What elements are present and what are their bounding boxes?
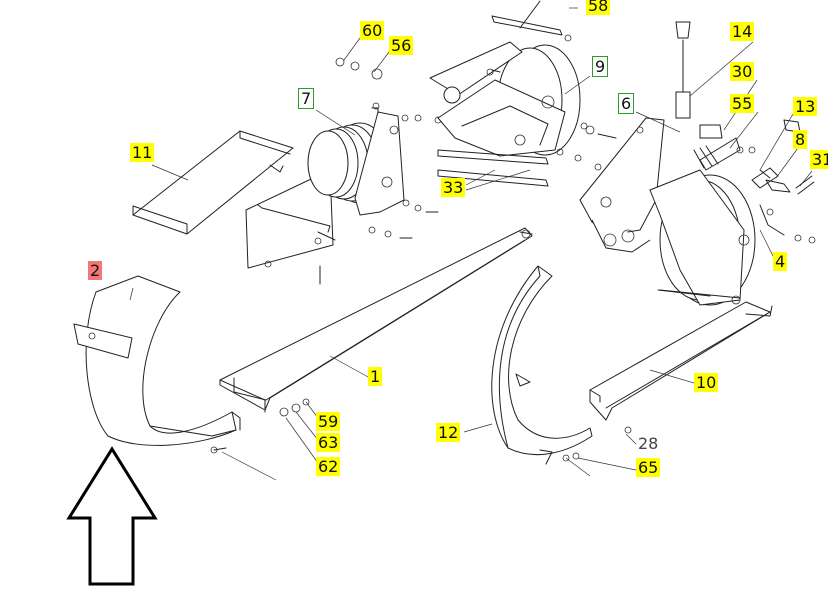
callout-8[interactable]: 8 bbox=[793, 130, 808, 149]
callout-4[interactable]: 4 bbox=[773, 252, 788, 271]
callout-33[interactable]: 33 bbox=[441, 178, 466, 197]
callout-1[interactable]: 1 bbox=[368, 367, 383, 386]
fasteners bbox=[279, 57, 632, 462]
part-12-curved-plate bbox=[491, 265, 593, 465]
callout-11[interactable]: 11 bbox=[130, 143, 155, 162]
callout-13[interactable]: 13 bbox=[793, 97, 818, 116]
callout-7[interactable]: 7 bbox=[298, 88, 315, 109]
callout-10[interactable]: 10 bbox=[694, 373, 719, 392]
callout-62[interactable]: 62 bbox=[316, 457, 341, 476]
callout-31[interactable]: 31 bbox=[810, 150, 828, 169]
part-7-pulley-assembly bbox=[245, 102, 442, 285]
part-11-tray bbox=[132, 130, 294, 235]
callout-14[interactable]: 14 bbox=[730, 22, 755, 41]
callout-30[interactable]: 30 bbox=[730, 62, 755, 81]
up-arrow-icon bbox=[66, 446, 158, 586]
callout-65[interactable]: 65 bbox=[636, 458, 661, 477]
callout-9[interactable]: 9 bbox=[592, 56, 609, 77]
callout-56[interactable]: 56 bbox=[389, 36, 414, 55]
part-10-rail bbox=[589, 301, 773, 421]
callout-60[interactable]: 60 bbox=[360, 21, 385, 40]
part-9-drum-assembly bbox=[429, 0, 617, 187]
callout-6[interactable]: 6 bbox=[618, 93, 635, 114]
callout-2[interactable]: 2 bbox=[88, 261, 103, 280]
part-6-bracket-assembly bbox=[579, 21, 816, 306]
part-2-guard bbox=[73, 275, 241, 454]
callout-55[interactable]: 55 bbox=[730, 94, 755, 113]
callout-58[interactable]: 58 bbox=[586, 0, 611, 15]
part-1-beam bbox=[219, 227, 533, 413]
callout-12[interactable]: 12 bbox=[436, 423, 461, 442]
callout-59[interactable]: 59 bbox=[316, 412, 341, 431]
callout-28[interactable]: 28 bbox=[638, 434, 659, 453]
callout-63[interactable]: 63 bbox=[316, 433, 341, 452]
